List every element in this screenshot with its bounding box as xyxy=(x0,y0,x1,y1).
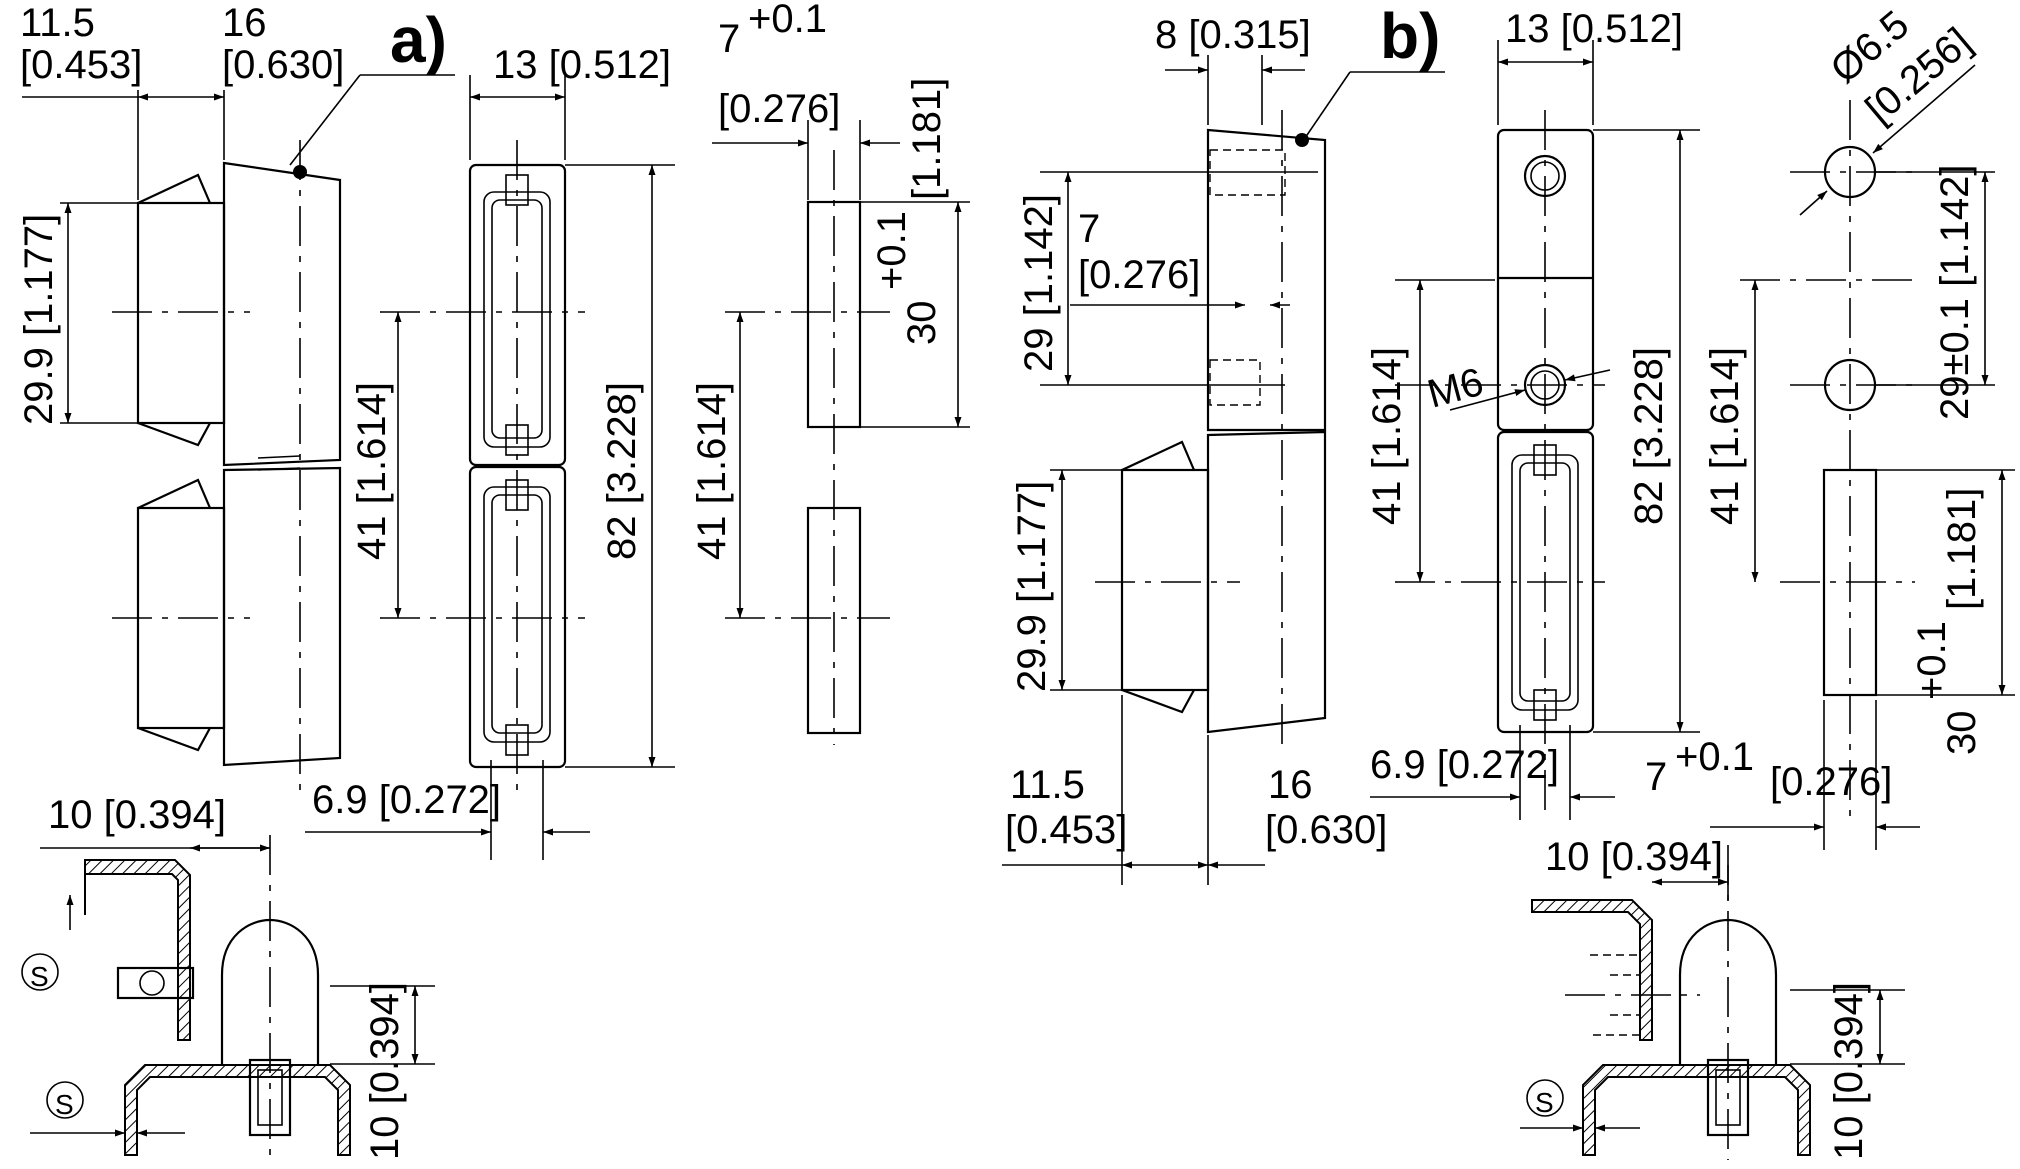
svg-text:+0.1: +0.1 xyxy=(1675,735,1754,779)
svg-text:+0.1: +0.1 xyxy=(1910,621,1954,700)
side-view-b: 8 [0.315] 29 [1.142] 7 [0.276] 29.9 [1.1… xyxy=(1002,13,1387,885)
svg-text:41 [1.614]: 41 [1.614] xyxy=(1365,347,1409,525)
dim-0-453: [0.453] xyxy=(20,43,142,87)
dim-13: 13 [0.512] xyxy=(493,43,671,87)
front-view-a: 13 [0.512] 41 [1.614] 82 [3.228] 6.9 [0.… xyxy=(305,43,675,860)
svg-text:[0.630]: [0.630] xyxy=(1265,808,1387,852)
dim-29-9: 29.9 [1.177] xyxy=(17,214,61,425)
svg-text:41 [1.614]: 41 [1.614] xyxy=(1703,347,1747,525)
dim-29-pm: 29±0.1 [1.142] xyxy=(1933,165,1977,421)
svg-text:6.9 [0.272]: 6.9 [0.272] xyxy=(1370,743,1559,787)
s-symbol-3 xyxy=(1526,1079,1564,1117)
variant-b-label: b) xyxy=(1380,0,1440,72)
dim-tol: +0.1 xyxy=(748,0,827,41)
dim-29-9-b: 29.9 [1.177] xyxy=(1010,481,1054,692)
svg-text:[0.453]: [0.453] xyxy=(1005,808,1127,852)
dim-82: 82 [3.228] xyxy=(600,382,644,560)
svg-text:10 [0.394]: 10 [0.394] xyxy=(1827,982,1871,1160)
front-view-b: 13 [0.512] 41 [1.614] M6 82 [3.228] 6.9 … xyxy=(1365,7,1700,820)
svg-text:10 [0.394]: 10 [0.394] xyxy=(1545,835,1723,879)
svg-text:[0.276]: [0.276] xyxy=(1078,253,1200,297)
dim-30: 30 xyxy=(900,301,944,346)
dim-1-181: [1.181] xyxy=(905,78,949,200)
svg-text:11.5: 11.5 xyxy=(1010,763,1085,807)
drill-pattern-a: 7 +0.1 [0.276] 30 +0.1 [1.181] 41 [1.614… xyxy=(690,0,970,745)
svg-text:+0.1: +0.1 xyxy=(870,211,914,290)
dim-6-9: 6.9 [0.272] xyxy=(312,778,501,822)
leader-line-b xyxy=(1304,71,1351,139)
drill-pattern-b: Ø6.5 [0.256] 29±0.1 [1.142] 41 [1.614] 3… xyxy=(1645,2,2015,850)
variant-b: b) 8 [0.315] 29 [1.142] xyxy=(1002,0,2015,1160)
svg-text:30: 30 xyxy=(1940,711,1984,756)
dim-16: 16 xyxy=(222,1,267,45)
variant-a-label: a) xyxy=(390,4,447,76)
svg-text:7: 7 xyxy=(1645,755,1667,799)
s-symbol-2 xyxy=(46,1081,84,1119)
svg-text:13 [0.512]: 13 [0.512] xyxy=(1505,7,1683,51)
side-view-a: 11.5 [0.453] 16 [0.630] 29.9 [1.177] xyxy=(17,1,344,800)
section-view-b: 10 [0.394] 10 [0.394] S xyxy=(1520,835,1905,1160)
leader-line xyxy=(289,74,361,166)
dim-m6: M6 xyxy=(1423,360,1488,417)
section-view-a: 10 [0.394] 10 [0.394] S S xyxy=(21,793,435,1160)
svg-text:7: 7 xyxy=(1078,207,1100,251)
svg-text:[0.276]: [0.276] xyxy=(1770,760,1892,804)
dim-29: 29 [1.142] xyxy=(1017,194,1061,372)
svg-text:S: S xyxy=(1535,1087,1554,1118)
svg-text:41 [1.614]: 41 [1.614] xyxy=(690,382,734,560)
svg-text:82 [3.228]: 82 [3.228] xyxy=(1627,347,1671,525)
svg-text:S: S xyxy=(55,1089,74,1120)
dim-10-top: 10 [0.394] xyxy=(48,793,226,837)
dim-0-276: [0.276] xyxy=(718,87,840,131)
svg-text:16: 16 xyxy=(1268,763,1313,807)
svg-text:S: S xyxy=(30,961,49,992)
dim-7: 7 xyxy=(718,17,740,61)
dim-8: 8 [0.315] xyxy=(1155,13,1311,57)
svg-text:[1.181]: [1.181] xyxy=(1940,488,1984,610)
dim-11-5: 11.5 xyxy=(20,1,95,45)
s-symbol-1 xyxy=(21,953,59,991)
dim-41: 41 [1.614] xyxy=(350,382,394,560)
dim-0-630: [0.630] xyxy=(222,43,344,87)
dim-10-vertical: 10 [0.394] xyxy=(363,982,407,1160)
variant-a: a) 11.5 [0.453] 16 [0.630] xyxy=(17,0,970,1160)
